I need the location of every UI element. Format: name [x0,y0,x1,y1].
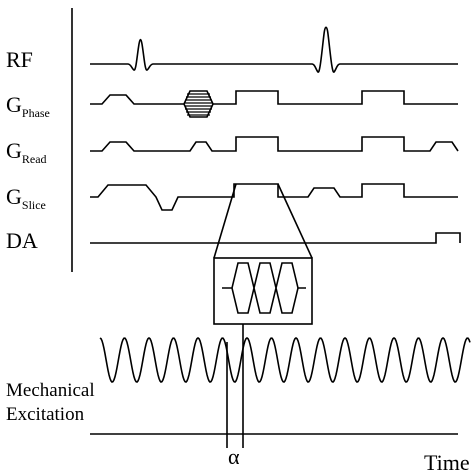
da-waveform [90,232,461,244]
excitation-label-line1: Mechanical [6,380,95,401]
g-slice-waveform [90,183,458,211]
mechanical-excitation-waveform [99,337,471,383]
g-read-waveform [90,136,459,152]
g-phase-waveform [90,90,458,118]
label-g-read: GRead [6,138,47,166]
zoom-line-right [277,183,313,259]
zoom-box [213,257,313,325]
label-rf: RF [6,47,33,72]
rf-waveform [90,26,458,73]
time-label: Time [424,450,470,474]
excitation-label-line2: Excitation [6,404,85,425]
zoom-line-left [213,183,237,259]
label-g-slice: GSlice [6,184,46,212]
alpha-label: α [228,444,240,469]
label-da: DA [6,228,38,253]
phase-encode-table [183,93,214,118]
label-g-phase: GPhase [6,92,50,120]
